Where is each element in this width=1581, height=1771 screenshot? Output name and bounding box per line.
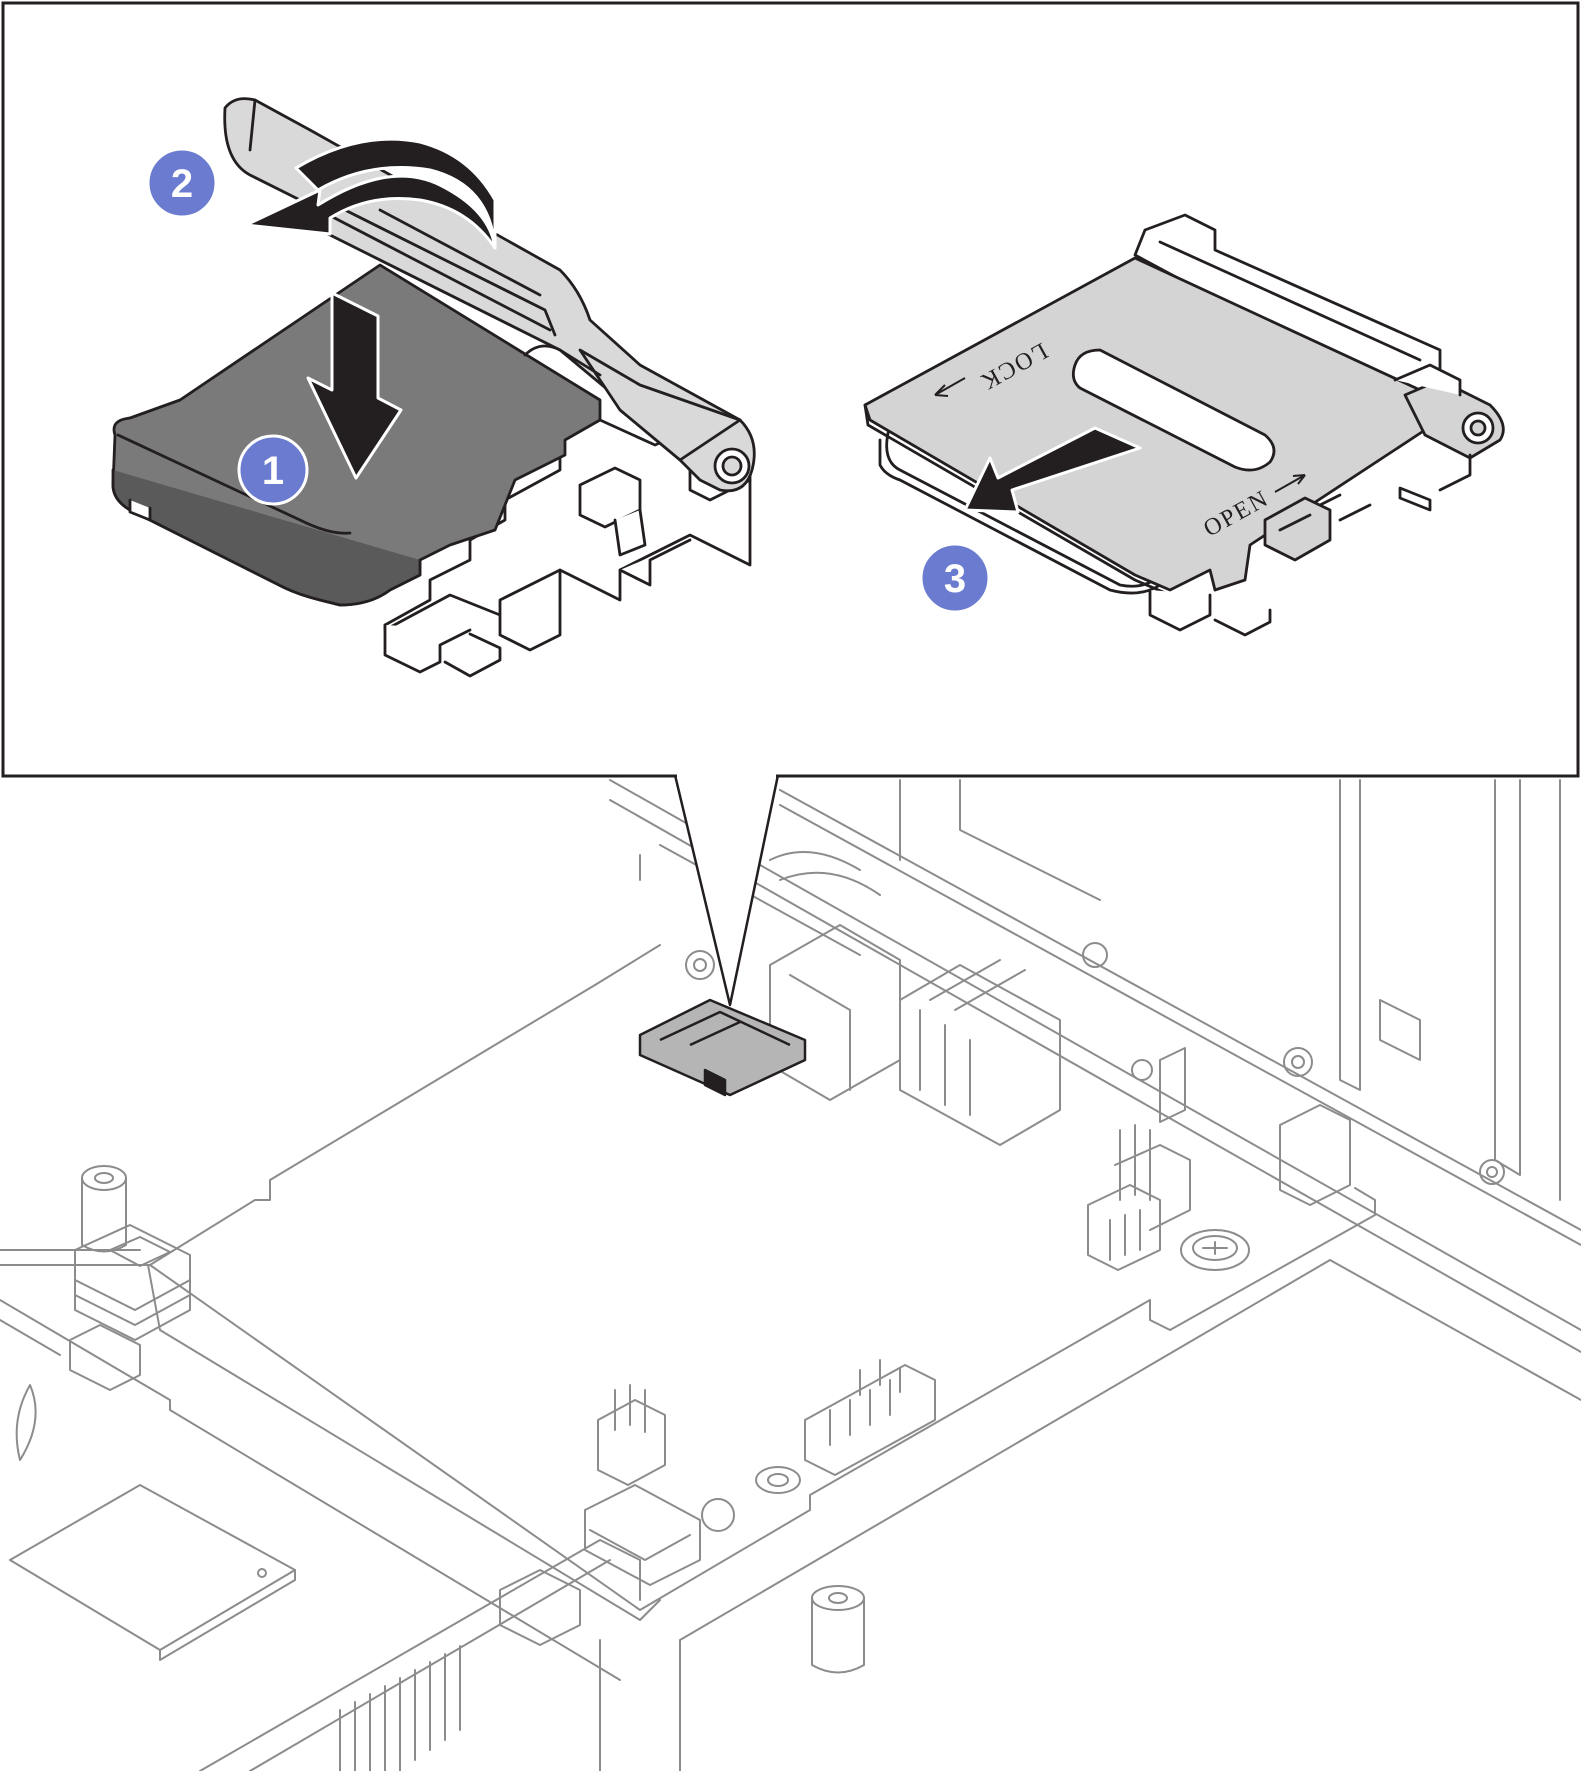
callout-pointer <box>673 774 780 1007</box>
board-screw <box>1180 1229 1250 1271</box>
slide-lock-arrow <box>963 426 1142 514</box>
pin-header-right <box>1087 1124 1191 1271</box>
pin-header-bottom <box>339 1645 461 1771</box>
latch-left <box>74 1224 191 1341</box>
step-number-2: 2 <box>171 162 193 206</box>
chassis-frame <box>609 779 1581 1353</box>
flat-connector <box>584 1484 701 1586</box>
step-badge-2: 2 <box>146 147 218 219</box>
step-badge-1: 1 <box>237 434 309 506</box>
chip-package <box>9 1484 296 1661</box>
pin-header-small <box>597 1384 666 1486</box>
step-badge-3: 3 <box>919 542 991 614</box>
sd-card-holder-on-board <box>638 998 807 1097</box>
port-cluster <box>769 924 1351 1206</box>
standoff-left <box>81 1165 127 1253</box>
step-number-1: 1 <box>262 449 284 493</box>
multi-pin-connector <box>804 1359 936 1476</box>
step-number-3: 3 <box>944 557 966 601</box>
system-board-illustration <box>0 779 1581 1771</box>
insert-down-arrow <box>306 291 403 480</box>
